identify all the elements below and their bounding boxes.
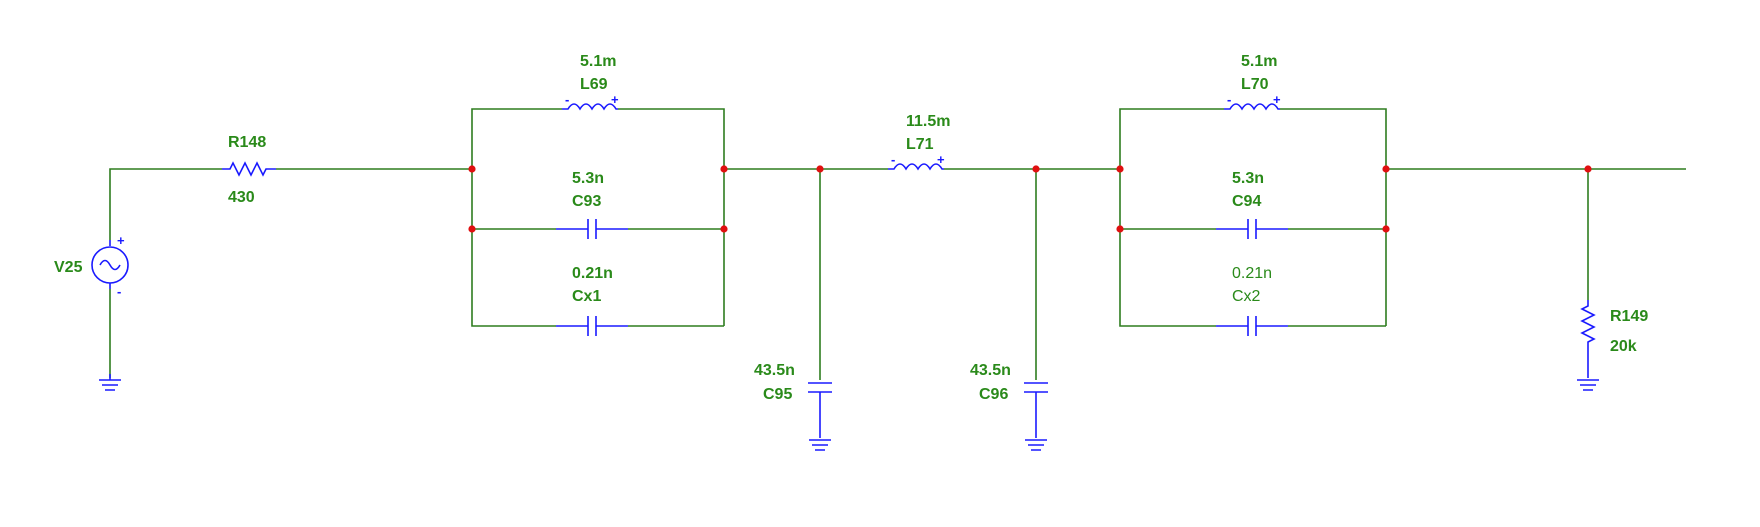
l71-value: 11.5m bbox=[906, 113, 950, 130]
c96-value: 43.5n bbox=[970, 362, 1011, 379]
junction-node bbox=[1382, 225, 1390, 233]
l70-label: L70 bbox=[1241, 76, 1269, 93]
wire-tank1-left bbox=[471, 108, 562, 169]
c93-label: C93 bbox=[572, 193, 601, 210]
l69-inductor[interactable]: - + 5.1m L69 bbox=[562, 53, 619, 111]
cx1-capacitor[interactable]: 0.21n Cx1 bbox=[556, 265, 628, 336]
l71-label: L71 bbox=[906, 136, 934, 153]
l71-plus-marker: + bbox=[937, 152, 945, 167]
v25-minus-marker: - bbox=[117, 284, 121, 299]
junction-nodes bbox=[468, 165, 1592, 233]
l71-minus-marker: - bbox=[891, 152, 895, 167]
c94-value: 5.3n bbox=[1232, 170, 1264, 187]
r148-resistor[interactable]: R148 430 bbox=[222, 134, 276, 206]
l70-value: 5.1m bbox=[1241, 53, 1277, 70]
junction-node bbox=[1116, 165, 1124, 173]
cx2-label: Cx2 bbox=[1232, 288, 1261, 305]
wire-source-top bbox=[109, 168, 222, 240]
junction-node bbox=[720, 225, 728, 233]
l69-plus-marker: + bbox=[611, 92, 619, 107]
cx2-value: 0.21n bbox=[1232, 265, 1272, 282]
junction-node bbox=[1116, 225, 1124, 233]
ground-r149 bbox=[1577, 379, 1599, 391]
wires bbox=[109, 108, 1686, 380]
c93-value: 5.3n bbox=[572, 170, 604, 187]
junction-node bbox=[720, 165, 728, 173]
l69-value: 5.1m bbox=[580, 53, 616, 70]
r149-value: 20k bbox=[1610, 338, 1637, 355]
junction-node bbox=[1584, 165, 1592, 173]
c94-capacitor[interactable]: 5.3n C94 bbox=[1216, 170, 1288, 239]
wire-tank2-l70-right bbox=[1280, 108, 1387, 326]
junction-node bbox=[1382, 165, 1390, 173]
c95-capacitor[interactable]: 43.5n C95 bbox=[754, 362, 832, 438]
c95-value: 43.5n bbox=[754, 362, 795, 379]
r148-value: 430 bbox=[228, 189, 255, 206]
l70-inductor[interactable]: - + 5.1m L70 bbox=[1224, 53, 1281, 111]
c96-label: C96 bbox=[979, 386, 1008, 403]
r149-label: R149 bbox=[1610, 308, 1648, 325]
l70-minus-marker: - bbox=[1227, 92, 1231, 107]
wire-tank1-l69-right bbox=[618, 108, 725, 326]
junction-node bbox=[468, 165, 476, 173]
c95-label: C95 bbox=[763, 386, 792, 403]
wire-tank2-left-down bbox=[1119, 169, 1216, 327]
junction-node bbox=[1032, 165, 1040, 173]
c93-capacitor[interactable]: 5.3n C93 bbox=[556, 170, 628, 239]
c94-label: C94 bbox=[1232, 193, 1261, 210]
cx2-capacitor[interactable]: 0.21n Cx2 bbox=[1216, 265, 1288, 336]
cx1-label: Cx1 bbox=[572, 288, 601, 305]
wire-tank1-left-down bbox=[471, 169, 556, 327]
cx1-value: 0.21n bbox=[572, 265, 613, 282]
l71-inductor[interactable]: - + 11.5m L71 bbox=[888, 113, 950, 171]
c96-capacitor[interactable]: 43.5n C96 bbox=[970, 362, 1048, 438]
l69-label: L69 bbox=[580, 76, 608, 93]
wire-tank2-left bbox=[1119, 108, 1224, 169]
ground-c96 bbox=[1025, 439, 1047, 451]
l69-minus-marker: - bbox=[565, 92, 569, 107]
v25-source[interactable]: + - V25 bbox=[54, 233, 129, 299]
ground-v25 bbox=[99, 374, 121, 391]
junction-node bbox=[816, 165, 824, 173]
ground-c95 bbox=[809, 439, 831, 451]
v25-label: V25 bbox=[54, 259, 83, 276]
r148-label: R148 bbox=[228, 134, 266, 151]
junction-node bbox=[468, 225, 476, 233]
r149-resistor[interactable]: R149 20k bbox=[1580, 300, 1648, 378]
v25-plus-marker: + bbox=[117, 233, 125, 248]
l70-plus-marker: + bbox=[1273, 92, 1281, 107]
